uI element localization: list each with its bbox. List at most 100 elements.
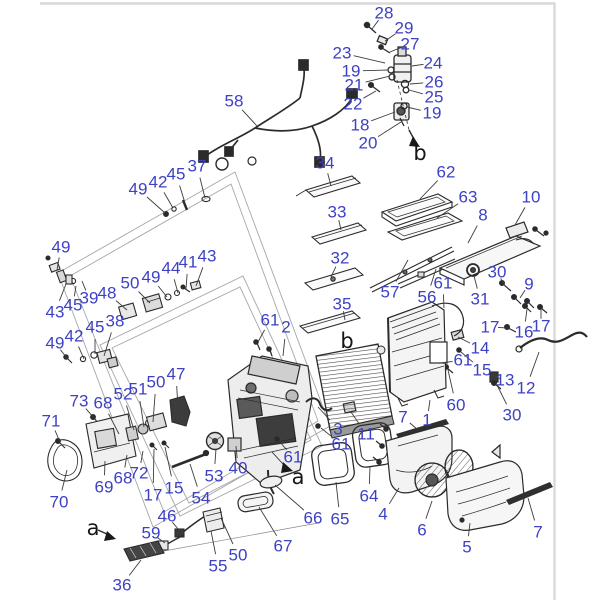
leader-line-50 (152, 393, 156, 423)
leader-line-39 (81, 280, 87, 291)
leader-line-31 (473, 275, 478, 289)
valve-assembly (363, 21, 420, 147)
leader-line-50 (138, 291, 151, 304)
leader-line-16 (524, 308, 528, 322)
leader-line-61 (257, 329, 265, 343)
leader-line-71 (54, 430, 61, 443)
leader-line-61 (278, 440, 288, 451)
leader-line-45 (73, 285, 77, 297)
leader-line-54 (189, 463, 198, 487)
leader-line-24 (411, 63, 424, 67)
leader-line-61 (320, 427, 333, 438)
leader-line-51 (139, 400, 145, 428)
leader-line-27 (389, 47, 402, 53)
leader-line-65 (335, 481, 340, 508)
leader-line-68 (124, 454, 128, 468)
leader-line-47 (176, 385, 179, 409)
leader-line-20 (377, 121, 402, 137)
leader-line-17 (498, 326, 509, 329)
blower-motor-assembly (372, 419, 553, 531)
page-frame-border (40, 2, 556, 600)
leader-lines (54, 19, 542, 576)
leader-line-9 (519, 290, 526, 299)
leader-line-33 (338, 220, 342, 231)
actuator-cluster-left (45, 255, 202, 369)
leader-line-29 (384, 33, 396, 42)
leader-line-45 (179, 185, 186, 204)
leader-line-37 (199, 177, 206, 199)
leader-line-70 (61, 469, 68, 491)
leader-line-13 (494, 376, 501, 380)
leader-line-28 (371, 19, 379, 30)
panel-8-bracket-10 (438, 221, 549, 309)
leader-line-38 (103, 332, 112, 357)
leader-line-40 (235, 445, 238, 459)
fasteners-top-left (163, 195, 211, 217)
leader-line-62 (419, 180, 439, 200)
leader-line-30 (500, 278, 506, 287)
wiring-harness-58 (198, 59, 358, 171)
leader-line-48 (115, 300, 128, 311)
leader-line-19 (362, 69, 389, 72)
leader-line-69 (104, 460, 106, 476)
leader-line-59 (157, 537, 166, 544)
leader-line-49 (157, 285, 168, 298)
leader-line-10 (514, 207, 526, 226)
leader-line-46 (172, 522, 180, 531)
leader-line-21 (365, 75, 391, 83)
leader-line-23 (353, 55, 386, 64)
leader-line-49 (146, 196, 166, 214)
leader-line-34 (327, 173, 332, 187)
leader-line-17 (152, 448, 155, 484)
rails-56-57 (369, 246, 458, 293)
leader-line-2 (282, 338, 286, 357)
leader-line-15 (164, 446, 172, 477)
leader-line-18 (371, 111, 396, 122)
leader-line-7 (527, 497, 536, 521)
leader-line-36 (128, 559, 142, 576)
servo-cluster-lower-left (47, 395, 319, 562)
leader-line-56 (430, 268, 437, 286)
leader-line-11 (350, 411, 360, 425)
leader-line-26 (409, 82, 424, 85)
leader-line-22 (363, 90, 377, 99)
leader-line-52 (126, 405, 135, 431)
leader-line-49 (56, 257, 60, 271)
leader-line-64 (368, 465, 371, 485)
foam-seals (237, 422, 395, 513)
leader-line-68 (108, 413, 120, 435)
leader-line-67 (258, 506, 278, 537)
leader-line-30 (497, 386, 508, 405)
leader-line-6 (425, 500, 433, 519)
leader-line-58 (241, 109, 258, 127)
fasteners-right (432, 303, 588, 390)
leader-line-44 (173, 279, 179, 294)
leader-line-41 (185, 273, 188, 290)
leader-line-35 (342, 311, 346, 321)
leader-line-8 (467, 225, 478, 244)
damper-slats (295, 175, 368, 334)
leader-line-7 (409, 422, 419, 431)
evaporator-core (315, 343, 395, 439)
leader-line-1 (427, 399, 431, 412)
leader-line-3 (317, 406, 331, 421)
leader-line-53 (214, 448, 217, 465)
leader-line-12 (529, 351, 540, 377)
leader-line-15 (460, 351, 474, 363)
leader-line-55 (210, 530, 217, 555)
leader-line-50 (220, 517, 234, 545)
leader-line-66 (274, 484, 305, 511)
leader-line-14 (457, 336, 471, 344)
leader-line-72 (140, 450, 144, 464)
leader-line-32 (330, 266, 337, 278)
leader-line-43 (195, 267, 204, 287)
leader-line-43 (58, 283, 67, 301)
leader-line-4 (388, 487, 400, 505)
blower-case-1 (387, 301, 465, 407)
leader-line-61 (439, 360, 453, 364)
leader-line-42 (78, 346, 85, 360)
leader-line-61 (442, 294, 445, 309)
leader-line-5 (467, 522, 471, 537)
